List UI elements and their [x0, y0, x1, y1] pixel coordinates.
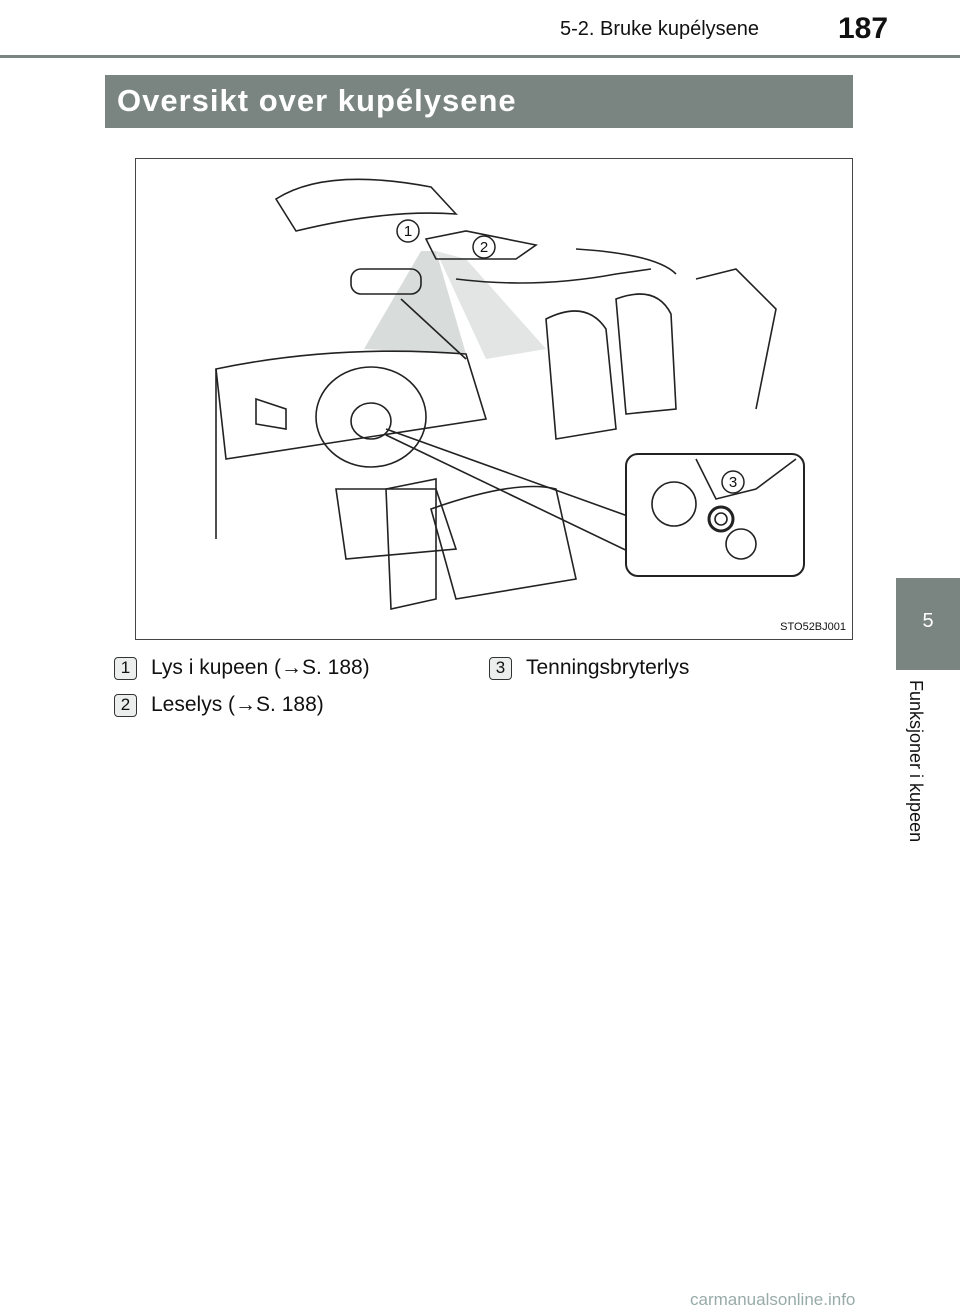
legend-number-1: 1: [114, 656, 137, 680]
chapter-label: Funksjoner i kupeen: [906, 680, 926, 843]
watermark: carmanualsonline.info: [690, 1290, 856, 1309]
legend-item-1: 1 Lys i kupeen (→S. 188): [114, 656, 370, 680]
callout-2-label: 2: [480, 239, 488, 256]
interior-illustration: 1 2 3 STO52BJ001: [135, 158, 853, 640]
callout-3-marker: [721, 470, 745, 494]
chapter-tab: 5: [896, 578, 960, 670]
figure-code: STO52BJ001: [780, 621, 846, 633]
legend-text-2: Leselys (→S. 188): [151, 693, 324, 716]
callout-1-label: 1: [404, 223, 412, 240]
car-interior-drawing: 1 2 3: [215, 178, 805, 610]
legend-number-3: 3: [489, 656, 512, 680]
callout-3-label: 3: [729, 474, 737, 491]
legend-item-3: 3 Tenningsbryterlys: [489, 656, 689, 680]
legend-item-2: 2 Leselys (→S. 188): [114, 693, 324, 717]
legend-number-2: 2: [114, 693, 137, 717]
chapter-label-container: Funksjoner i kupeen: [905, 680, 933, 860]
legend-text-3: Tenningsbryterlys: [526, 656, 690, 679]
header-section-title: 5-2. Bruke kupélysene: [560, 18, 760, 40]
header-divider: [0, 55, 960, 58]
callout-2-marker: [472, 235, 496, 259]
legend-text-1: Lys i kupeen (→S. 188): [151, 656, 370, 679]
page-number: 187: [838, 12, 889, 45]
section-title-bar: Oversikt over kupélysene: [105, 75, 853, 128]
chapter-number: 5: [922, 610, 934, 632]
callout-1-marker: [396, 219, 420, 243]
page-title: Oversikt over kupélysene: [117, 83, 517, 118]
